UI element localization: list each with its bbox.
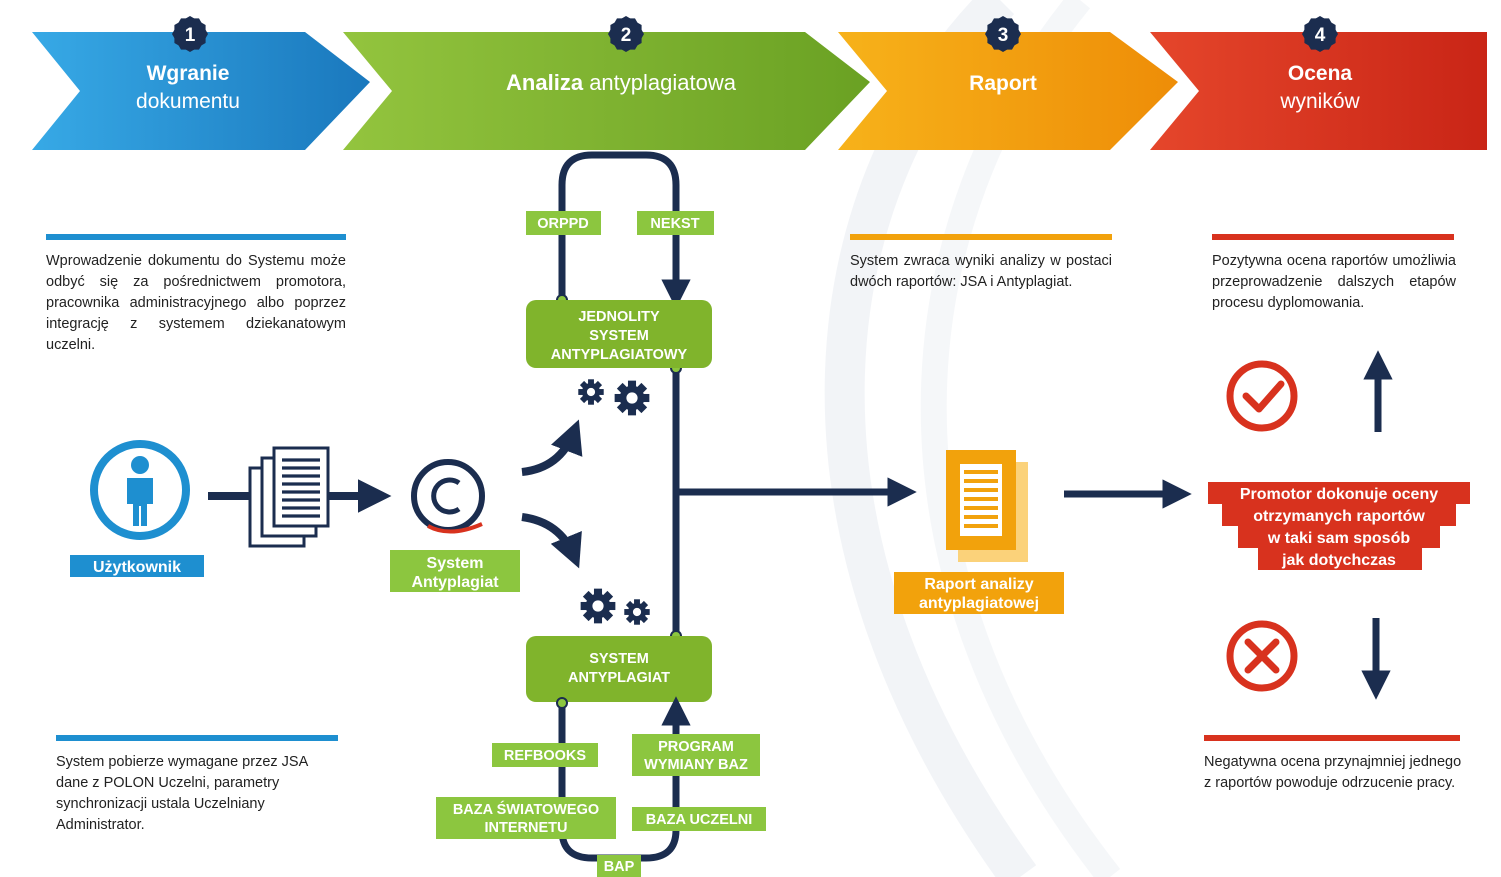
gears-icon	[578, 379, 650, 416]
step-3-number: 3	[998, 25, 1009, 46]
refbooks-label: REFBOOKS	[504, 748, 587, 764]
promotor-label-line-2: otrzymanych raportów	[1253, 508, 1425, 525]
upload-description: Wprowadzenie dokumentu do Systemu może o…	[46, 253, 346, 353]
step-4-title: Ocena	[1288, 62, 1353, 85]
step-3-arrow	[838, 32, 1178, 150]
promotor-box-line-4	[1258, 548, 1422, 570]
program-label-line-1: PROGRAM	[658, 739, 734, 755]
step-2-arrow	[343, 32, 870, 150]
nekst-label: NEKST	[650, 216, 699, 232]
orppd-label: ORPPD	[537, 216, 589, 232]
baza-swiatowego-label-line-2: INTERNETU	[485, 820, 568, 836]
step-4-arrow	[1150, 32, 1487, 150]
step-1-arrow	[32, 32, 370, 150]
program-label-box	[632, 734, 760, 776]
system-antyplagiat-label-line-1: System	[427, 555, 484, 572]
promotor-label-line-4: jak dotychczas	[1281, 552, 1396, 569]
promotor-label-line-3: w taki sam sposób	[1267, 530, 1410, 547]
baza-swiatowego-label-line-1: BAZA ŚWIATOWEGO	[453, 800, 599, 818]
step-4-number: 4	[1315, 25, 1326, 46]
promotor-label-line-1: Promotor dokonuje oceny	[1240, 486, 1438, 503]
positive-rule	[1212, 234, 1454, 240]
jsa-box	[526, 300, 712, 368]
report-rule	[850, 234, 1112, 240]
report-description: System zwraca wyniki analizy w postaci d…	[850, 253, 1112, 290]
baza-swiatowego-label-box	[436, 797, 616, 839]
baza-uczelni-label-box	[632, 807, 766, 831]
promotor-box-line-3	[1238, 526, 1440, 548]
antyplagiat-logo-icon	[411, 459, 485, 534]
nekst-label-box	[637, 211, 714, 235]
program-label-line-2: WYMIANY BAZ	[644, 757, 748, 773]
system-antyplagiat-label-line-2: Antyplagiat	[411, 574, 499, 591]
negative-description: Negatywna ocena przynajmniej jednego z r…	[1204, 754, 1462, 791]
step-1-number: 1	[185, 25, 196, 46]
sa-label-line-1: SYSTEM	[589, 651, 649, 667]
jsa-sync-rule	[56, 735, 338, 741]
jsa-sync-description: System pobierze wymagane przez JSA dane …	[56, 754, 308, 833]
step-3-badge: 3	[980, 10, 1026, 58]
step-4-badge: 4	[1297, 10, 1343, 58]
step-3-title: Raport	[969, 72, 1037, 95]
flow-arrow-to-jsa	[521, 419, 583, 476]
step-1-subtitle: dokumentu	[136, 90, 240, 113]
flow-arrow-to-sa	[521, 513, 582, 569]
step-1-badge: 1	[167, 10, 213, 58]
person-icon	[90, 440, 190, 540]
sa-box	[526, 636, 712, 702]
jsa-label-line-3: ANTYPLAGIATOWY	[551, 347, 688, 363]
user-label-box	[70, 555, 204, 577]
raport-label-line-1: Raport analizy	[924, 576, 1033, 593]
positive-description: Pozytywna ocena raportów umożliwia przep…	[1212, 253, 1456, 311]
step-4-subtitle: wyników	[1279, 90, 1360, 113]
step-2-title: Analiza antyplagiatowa	[506, 70, 737, 95]
system-antyplagiat-label-box	[390, 550, 520, 592]
promotor-box-line-1	[1208, 482, 1470, 504]
sa-label-line-2: ANTYPLAGIAT	[568, 670, 670, 686]
refbooks-label-box	[492, 743, 598, 767]
promotor-box-line-2	[1222, 504, 1456, 526]
step-2-badge: 2	[603, 10, 649, 58]
bap-label: BAP	[604, 859, 635, 875]
baza-uczelni-label: BAZA UCZELNI	[646, 812, 753, 828]
user-label: Użytkownik	[93, 559, 181, 576]
jsa-label-line-1: JEDNOLITY	[578, 309, 660, 325]
raport-label-line-2: antyplagiatowej	[919, 595, 1039, 612]
orppd-label-box	[526, 211, 601, 235]
negative-rule	[1204, 735, 1460, 741]
upload-rule	[46, 234, 346, 240]
bap-label-box	[597, 855, 641, 877]
jsa-source-loop	[558, 151, 691, 309]
documents-icon	[248, 446, 330, 548]
x-circle-icon	[1226, 620, 1298, 692]
checkmark-circle-icon	[1226, 360, 1298, 432]
raport-label-box	[894, 572, 1064, 614]
step-1-title: Wgranie	[147, 62, 230, 85]
gears-icon	[580, 588, 650, 625]
jsa-label-line-2: SYSTEM	[589, 328, 649, 344]
report-document-icon	[946, 450, 1028, 562]
step-2-number: 2	[621, 25, 632, 46]
